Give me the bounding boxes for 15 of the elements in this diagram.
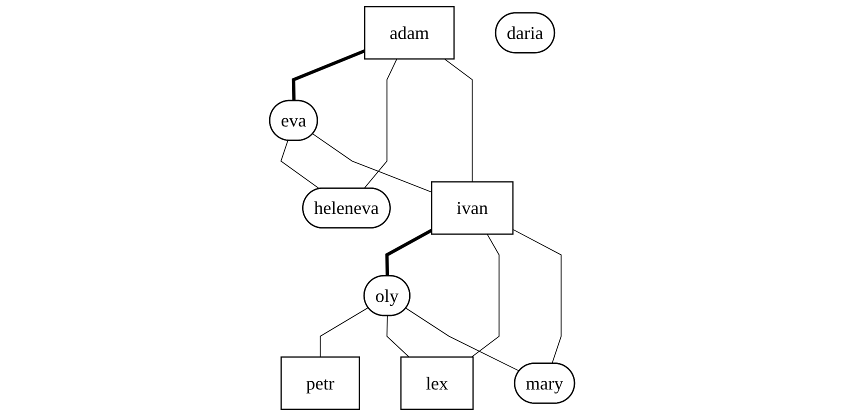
connector xyxy=(444,58,473,182)
connector xyxy=(386,316,410,358)
connector xyxy=(280,140,320,190)
node-box: petr xyxy=(280,356,360,410)
connector xyxy=(471,234,500,358)
connector xyxy=(312,134,432,193)
connector xyxy=(292,49,366,101)
connector xyxy=(512,229,562,364)
connector xyxy=(364,58,398,189)
node-box: ivan xyxy=(430,181,514,235)
connector xyxy=(385,228,432,276)
node-box: adam xyxy=(364,6,455,60)
node-box: lex xyxy=(400,356,474,410)
connector xyxy=(406,308,520,372)
connector xyxy=(320,307,369,358)
